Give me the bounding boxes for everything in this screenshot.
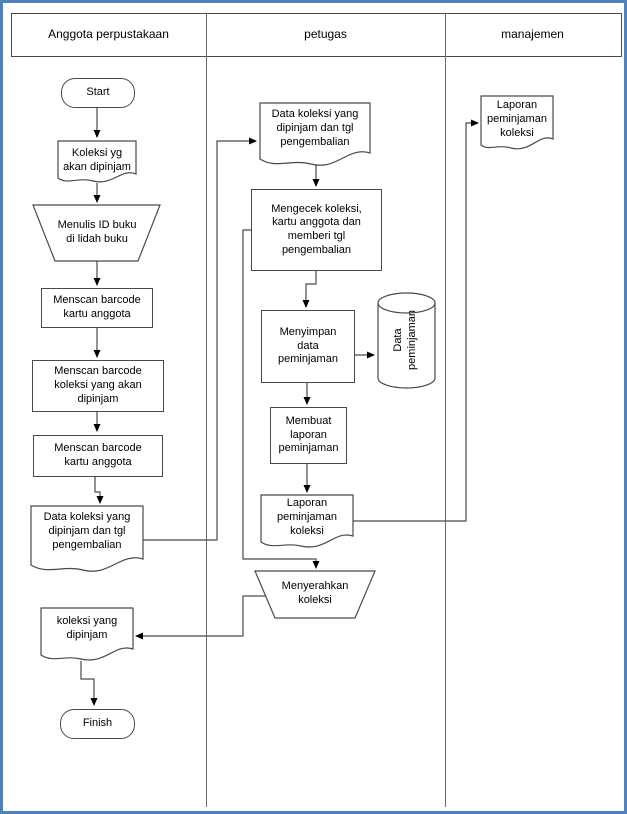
database-cylinder-shape — [377, 292, 436, 389]
lane-divider-2 — [445, 13, 446, 807]
process-scan-kartu-1: Menscan barcode kartu anggota — [41, 288, 153, 328]
start-terminator: Start — [61, 78, 135, 108]
document-data-koleksi-left-shape — [30, 505, 144, 572]
process-scan-kartu-2: Menscan barcode kartu anggota — [33, 435, 163, 477]
lane-title-petugas: petugas — [304, 27, 347, 41]
document-koleksi-dipinjam-label: koleksi yang dipinjam — [56, 615, 118, 641]
process-membuat: Membuat laporan peminjaman — [270, 407, 347, 464]
finish-terminator: Finish — [60, 709, 135, 739]
document-data-koleksi-left-label: Data koleksi yang dipinjam dan tgl penge… — [43, 511, 131, 551]
process-menyimpan: Menyimpan data peminjaman — [261, 310, 355, 383]
lane-title-manajemen: manajemen — [501, 27, 564, 41]
database-cylinder-top-ellipse — [377, 302, 436, 314]
document-laporan-right-label: Laporan peminjaman koleksi — [487, 99, 547, 139]
arrow-scan3-to-data-doc — [94, 475, 104, 504]
connector-left-doc-to-mid-doc — [143, 137, 257, 541]
process-mengecek: Mengecek koleksi, kartu anggota dan memb… — [251, 189, 382, 271]
connector-laporan-to-manajemen — [353, 119, 479, 522]
arrow-koleksi-doc-to-finish — [80, 661, 98, 706]
manual-menulis-shape — [32, 204, 161, 262]
database-label-line2: peminjaman — [406, 310, 418, 370]
process-scan-koleksi: Menscan barcode koleksi yang akan dipinj… — [32, 360, 164, 412]
document-laporan-right-shape — [480, 95, 554, 150]
lane-header-box — [11, 13, 622, 57]
manual-menyerahkan-shape — [254, 570, 376, 619]
document-data-koleksi-mid-label: Data koleksi yang dipinjam dan tgl penge… — [271, 108, 359, 148]
manual-menyerahkan-label: Menyerahkan koleksi — [281, 580, 349, 606]
connector-menyerahkan-to-koleksi-doc — [135, 595, 265, 640]
diagram-shapes-layer: Data peminjaman — [30, 95, 554, 706]
document-laporan-mid-label: Laporan peminjaman koleksi — [277, 497, 337, 537]
document-laporan-mid-shape — [260, 494, 354, 548]
document-koleksi-yg-label: Koleksi yg akan dipinjam — [63, 147, 131, 173]
manual-menulis-label: Menulis ID buku di lidah buku — [57, 219, 137, 245]
connector-mengecek-to-menyerahkan — [242, 229, 320, 569]
database-label-line1: Data — [392, 328, 404, 352]
lane-title-anggota: Anggota perpustakaan — [48, 27, 169, 41]
arrow-mengecek-to-menyimpan — [302, 269, 317, 308]
lane-divider-1 — [206, 13, 207, 807]
document-koleksi-yg-shape — [57, 140, 137, 183]
document-koleksi-dipinjam-shape — [40, 607, 134, 661]
document-data-koleksi-mid-shape — [259, 102, 371, 166]
